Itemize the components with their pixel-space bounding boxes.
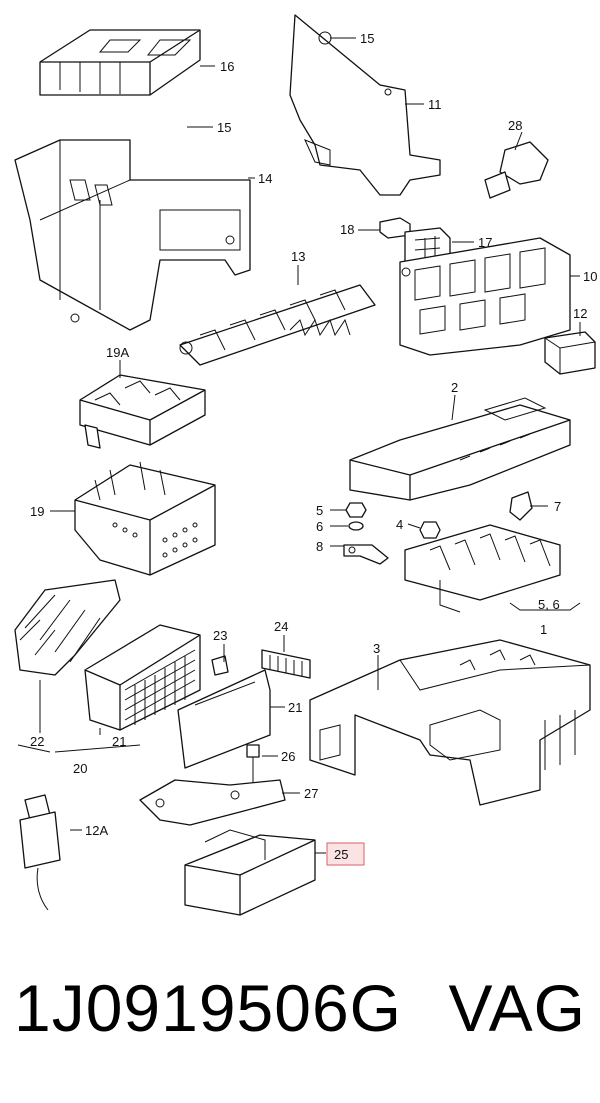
leader-lines — [17, 37, 581, 854]
part-14-bracket-frame — [14, 139, 251, 331]
callout-16: 16 — [220, 59, 234, 74]
callout-7: 7 — [554, 499, 561, 514]
callout-5: 5 — [316, 503, 323, 518]
part-24-fuse-row — [261, 649, 311, 679]
part-4-nut — [419, 521, 441, 539]
part-21-multipin-connector — [84, 624, 201, 731]
part-7-fuse — [509, 491, 533, 521]
part-21-plate — [177, 669, 271, 769]
part-5-nut — [345, 502, 367, 518]
callout-4: 4 — [396, 517, 403, 532]
part-27-bracket — [139, 779, 286, 826]
callout-21-plate: 21 — [288, 700, 302, 715]
callout-3: 3 — [373, 641, 380, 656]
part-25-control-unit — [184, 829, 316, 916]
callout-15-upper: 15 — [360, 31, 374, 46]
part-12-relay — [544, 331, 596, 375]
brand-label: VAG — [448, 971, 586, 1045]
callout-27: 27 — [304, 786, 318, 801]
footer: 1J0919506G VAG — [0, 975, 600, 1075]
callout-21-connector: 21 — [112, 734, 126, 749]
highlight-box-part-25 — [326, 842, 365, 866]
callout-17: 17 — [478, 235, 492, 250]
part-8-cable-lug — [343, 544, 389, 565]
callout-13: 13 — [291, 249, 305, 264]
part-11-mounting-plate — [289, 14, 441, 196]
part-6-washer — [348, 521, 364, 531]
part-19-connector-block — [74, 461, 216, 576]
part-number: 1J0919506G — [14, 971, 402, 1045]
callout-8: 8 — [316, 539, 323, 554]
callout-18: 18 — [340, 222, 354, 237]
parts-exploded-diagram: 16 15 15 14 11 28 18 17 10 12 13 19A 2 1… — [14, 14, 597, 916]
part-3-bracket-assembly — [309, 639, 591, 806]
callout-10: 10 — [583, 269, 597, 284]
part-12A-relay — [19, 794, 61, 911]
callout-20: 20 — [73, 761, 87, 776]
callout-12: 12 — [573, 306, 587, 321]
callout-19: 19 — [30, 504, 44, 519]
callout-2: 2 — [451, 380, 458, 395]
callout-labels: 16 15 15 14 11 28 18 17 10 12 13 19A 2 1… — [30, 31, 597, 862]
callout-28: 28 — [508, 118, 522, 133]
part-13-fuse-strip — [179, 284, 376, 366]
callout-15-lower: 15 — [217, 120, 231, 135]
part-16-connector-housing — [39, 29, 201, 96]
callout-5-6: 5, 6 — [538, 597, 560, 612]
callout-24: 24 — [274, 619, 288, 634]
callout-25: 25 — [334, 847, 348, 862]
part-19A-connector-tray — [79, 374, 206, 449]
callout-22: 22 — [30, 734, 44, 749]
callout-26: 26 — [281, 749, 295, 764]
part-28-clip — [484, 141, 549, 199]
callout-6: 6 — [316, 519, 323, 534]
callout-23: 23 — [213, 628, 227, 643]
callout-11: 11 — [428, 97, 442, 112]
part-22-cable-guide — [14, 579, 121, 676]
callout-14: 14 — [258, 171, 272, 186]
part-1-fuse-carrier — [404, 524, 581, 613]
callout-1: 1 — [540, 622, 547, 637]
part-23-small-fuse — [211, 655, 229, 676]
part-2-control-module — [349, 397, 571, 501]
callout-19A: 19A — [106, 345, 129, 360]
callout-12A: 12A — [85, 823, 108, 838]
